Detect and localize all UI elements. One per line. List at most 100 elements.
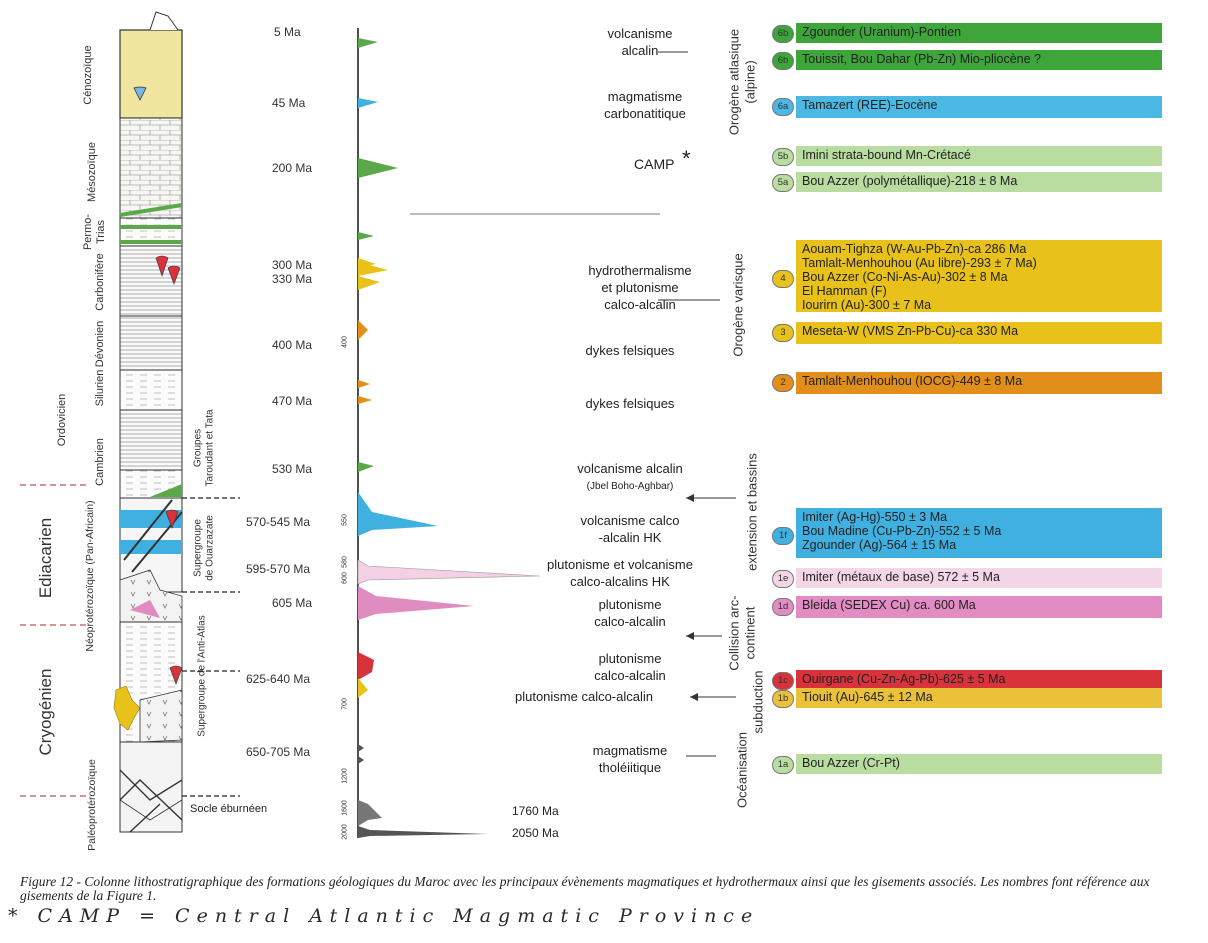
cenozoic-drop-marker: [133, 86, 147, 101]
orogeny-varisque: Orogène varisque: [730, 253, 746, 357]
event-line: calco-alcalins HK: [570, 574, 670, 589]
deposit-badge: 6b: [772, 25, 794, 43]
event-line: magmatisme: [607, 89, 683, 104]
deposit-line: Imini strata-bound Mn-Crétacé: [802, 148, 971, 162]
ediacaran-marker: [165, 509, 179, 529]
label-groupes-2: Taroudant et Tata: [204, 409, 216, 487]
label-neoproterozoique: Néoprotérozoïque (Pan-Africain): [84, 500, 96, 652]
deposit-badge: 1f: [772, 527, 794, 545]
orogeny-atlasique-2: (alpine): [742, 60, 758, 104]
deposit-line: El Hamman (F): [802, 284, 887, 298]
event-2050: 2050 Ma: [512, 826, 559, 840]
label-cenozoique: Cénozoïque: [82, 45, 94, 105]
age-605: 605 Ma: [272, 596, 313, 610]
figure-caption: Figure 12 - Colonne lithostratigraphique…: [20, 874, 1150, 903]
deposit-box: Imini strata-bound Mn-Crétacé: [796, 146, 1162, 166]
label-ordovicien: Ordovicien: [56, 393, 68, 447]
label-devonien: Dévonien: [94, 320, 106, 368]
event-line: magmatisme: [592, 743, 668, 758]
event-line: volcanisme calco: [580, 513, 680, 528]
event-line: calco-alcalin: [594, 614, 666, 629]
orogeny-subduction: subduction: [750, 670, 766, 734]
deposit-line: Bleida (SEDEX Cu) ca. 600 Ma: [802, 598, 976, 612]
event-dykes-1: dykes felsiques: [585, 343, 675, 358]
event-volc-alcalin-top: volcanisme alcalin: [570, 25, 710, 59]
deposit-box: Touissit, Bou Dahar (Pb-Zn) Mio-pliocène…: [796, 50, 1162, 70]
deposit-badge: 6a: [772, 98, 794, 116]
axis-1200: 1200: [341, 768, 349, 784]
deposit-line: Tamazert (REE)-Eocène: [802, 98, 938, 112]
deposit-line: Zgounder (Uranium)-Pontien: [802, 25, 962, 39]
label-carbonifere: Carbonifère: [94, 253, 106, 311]
age-300: 300 Ma: [272, 258, 313, 272]
event-volc-alcalin-530: volcanisme alcalin: [577, 461, 683, 476]
age-5: 5 Ma: [274, 25, 301, 39]
deposit-line: Tamlalt-Menhouhou (IOCG)-449 ± 8 Ma: [802, 374, 1023, 388]
event-line: et plutonisme: [601, 280, 679, 295]
age-200: 200 Ma: [272, 161, 313, 175]
deposit-line: Zgounder (Ag)-564 ± 15 Ma: [802, 538, 957, 552]
age-595-570: 595-570 Ma: [246, 562, 311, 576]
event-line: volcanisme: [607, 26, 673, 41]
age-470: 470 Ma: [272, 394, 313, 408]
age-530: 530 Ma: [272, 462, 313, 476]
deposit-badge: 6b: [772, 52, 794, 70]
axis-1600: 1600: [341, 800, 349, 816]
label-ouarzazate-2: de Ouarzazate: [204, 515, 216, 581]
deposit-box: Tamlalt-Menhouhou (IOCG)-449 ± 8 Ma: [796, 372, 1162, 394]
orogeny-atlasique-1: Orogène atlasique: [726, 28, 742, 136]
cryogenian-marker: [169, 665, 183, 685]
deposit-line: Ouirgane (Cu-Zn-Ag-Pb)-625 ± 5 Ma: [802, 672, 1006, 686]
deposit-line: Iourirn (Au)-300 ± 7 Ma: [802, 298, 932, 312]
deposit-badge: 1b: [772, 690, 794, 708]
label-antiatlas: Supergroupe de l'Anti-Atlas: [196, 615, 208, 737]
deposit-line: Imiter (métaux de base) 572 ± 5 Ma: [802, 570, 1000, 584]
label-cambrien: Cambrien: [94, 438, 106, 486]
orogeny-oceanisation: Océanisation: [734, 732, 750, 808]
event-line: alcalin: [621, 43, 659, 58]
label-trias: Trias: [95, 219, 107, 245]
camp-star: *: [682, 146, 691, 171]
deposit-badge: 5a: [772, 174, 794, 192]
event-hydrothermalisme: hydrothermalisme et plutonisme calco-alc…: [560, 262, 720, 313]
deposit-line: Tamlalt-Menhouhou (Au libre)-293 ± 7 Ma): [802, 256, 1037, 270]
event-line: plutonisme: [598, 651, 662, 666]
label-mesozoique: Mésozoïque: [86, 142, 98, 202]
deposit-box: Tamazert (REE)-Eocène: [796, 96, 1162, 118]
label-paleoproterozoique: Paléoprotérozoïque: [86, 759, 98, 851]
event-line: calco-alcalin: [604, 297, 676, 312]
deposit-box: Bleida (SEDEX Cu) ca. 600 Ma: [796, 596, 1162, 618]
axis-2000: 2000: [341, 824, 349, 840]
deposit-box: Ouirgane (Cu-Zn-Ag-Pb)-625 ± 5 Ma: [796, 670, 1162, 690]
devonian-layer: [119, 315, 183, 371]
carboniferous-marker-1: [155, 255, 169, 277]
deposit-badge: 1a: [772, 756, 794, 774]
axis-600: 600: [341, 572, 349, 584]
ordovician-layer: [119, 409, 183, 471]
deposit-badge: 2: [772, 374, 794, 392]
carboniferous-marker-2: [167, 265, 181, 285]
paleoproterozoic-layer: [119, 741, 183, 833]
event-plut-625: plutonisme calco-alcalin: [560, 650, 700, 684]
label-groupes-1: Groupes: [192, 428, 204, 468]
deposit-line: Meseta-W (VMS Zn-Pb-Cu)-ca 330 Ma: [802, 324, 1019, 338]
deposit-box: Bou Azzer (Cr-Pt): [796, 754, 1162, 774]
event-line: plutonisme et volcanisme: [547, 557, 693, 572]
deposit-badge: 1e: [772, 570, 794, 588]
age-330: 330 Ma: [272, 272, 313, 286]
deposit-line: Bou Madine (Cu-Pb-Zn)-552 ± 5 Ma: [802, 524, 1002, 538]
orogeny-extension: extension et bassins: [744, 453, 760, 571]
deposit-line: Bou Azzer (Co-Ni-As-Au)-302 ± 8 Ma: [802, 270, 1008, 284]
axis-700: 700: [341, 698, 349, 710]
deposit-line: Bou Azzer (Cr-Pt): [802, 756, 900, 770]
deposit-box: Bou Azzer (polymétallique)-218 ± 8 Ma: [796, 172, 1162, 192]
age-45: 45 Ma: [272, 96, 306, 110]
orogeny-collision-2: continent: [742, 606, 758, 660]
deposit-box: Imiter (métaux de base) 572 ± 5 Ma: [796, 568, 1162, 588]
event-line: -alcalin HK: [598, 530, 662, 545]
deposit-badge: 3: [772, 324, 794, 342]
